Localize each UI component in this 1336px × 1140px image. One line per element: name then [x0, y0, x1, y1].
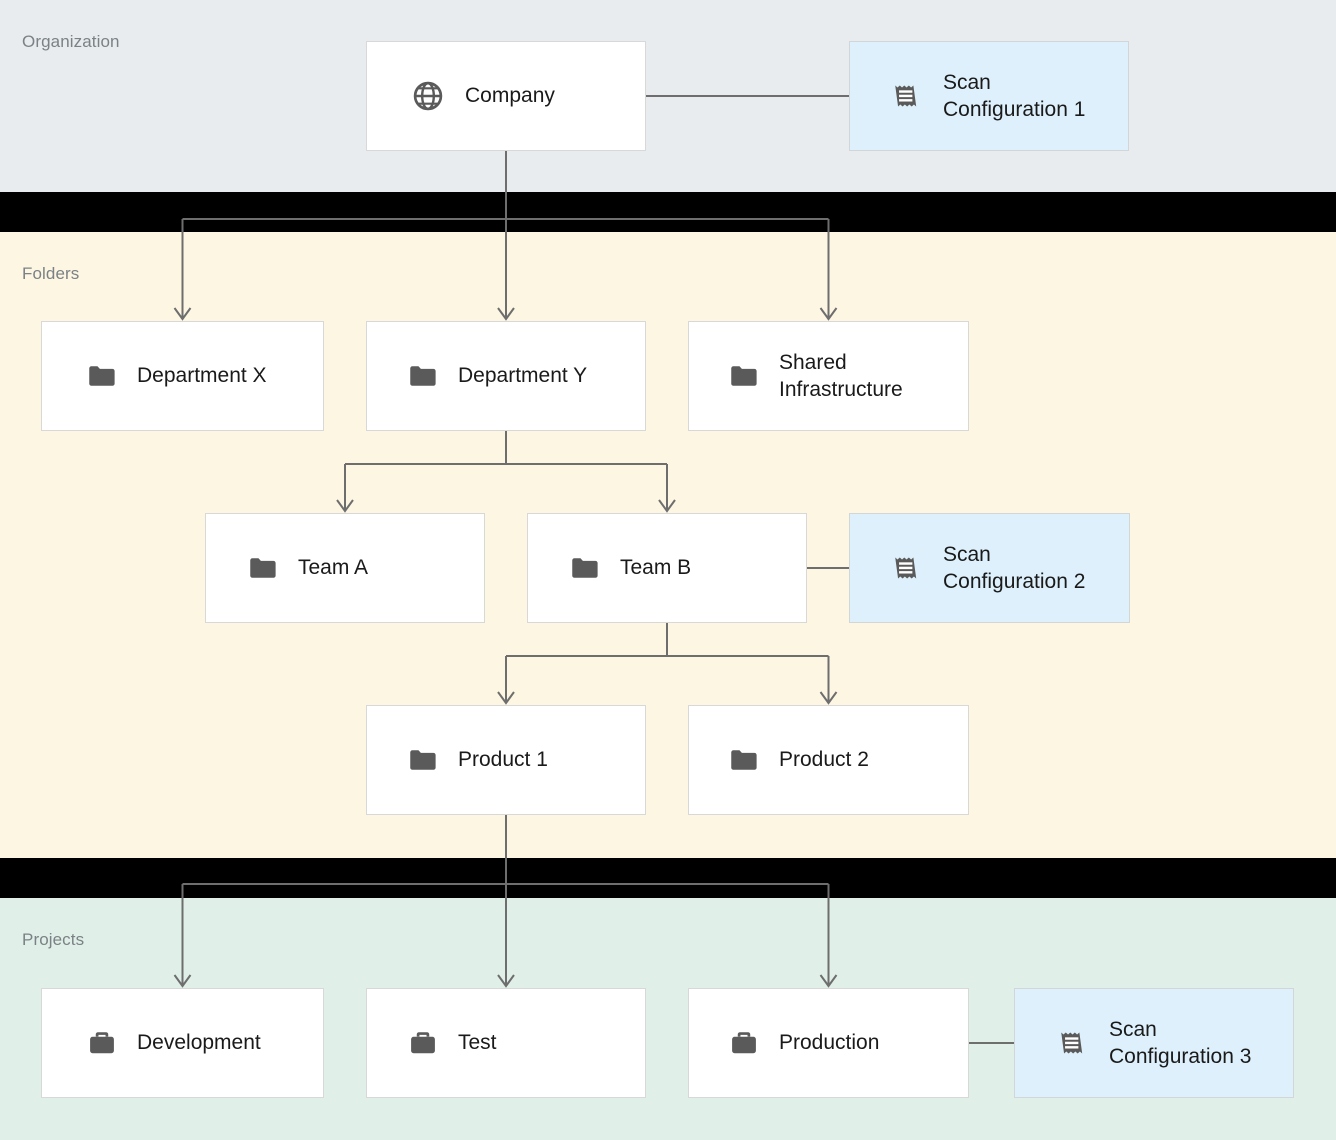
- receipt-icon: [889, 79, 923, 113]
- node-label: Scan Configuration 3: [1109, 1017, 1252, 1068]
- node-team-b[interactable]: Team B: [527, 513, 807, 623]
- node-label: Test: [458, 1031, 497, 1055]
- briefcase-icon: [727, 1026, 761, 1060]
- node-label: Product 2: [779, 748, 869, 772]
- node-test[interactable]: Test: [366, 988, 646, 1098]
- folder-icon: [727, 359, 761, 393]
- briefcase-icon: [85, 1026, 119, 1060]
- node-label: Development: [137, 1031, 261, 1055]
- node-label: Scan Configuration 2: [943, 542, 1086, 593]
- folder-icon: [246, 551, 280, 585]
- folder-icon: [406, 743, 440, 777]
- divider-organization-folders: [0, 192, 1336, 232]
- node-label: Team B: [620, 556, 692, 580]
- node-shared-infrastructure[interactable]: Shared Infrastructure: [688, 321, 969, 431]
- divider-folders-projects: [0, 858, 1336, 898]
- node-label: Team A: [298, 556, 369, 580]
- node-department-y[interactable]: Department Y: [366, 321, 646, 431]
- node-label: Department Y: [458, 364, 588, 388]
- band-label-projects: Projects: [22, 930, 85, 949]
- node-scan-config-1[interactable]: Scan Configuration 1: [849, 41, 1129, 151]
- node-label: Product 1: [458, 748, 548, 772]
- node-label: Scan Configuration 1: [943, 70, 1086, 121]
- receipt-icon: [1055, 1026, 1089, 1060]
- band-label-organization: Organization: [22, 32, 120, 51]
- folder-icon: [568, 551, 602, 585]
- node-label: Shared Infrastructure: [779, 350, 903, 401]
- node-scan-config-3[interactable]: Scan Configuration 3: [1014, 988, 1294, 1098]
- node-production[interactable]: Production: [688, 988, 969, 1098]
- node-product-1[interactable]: Product 1: [366, 705, 646, 815]
- band-label-folders: Folders: [22, 264, 80, 283]
- node-scan-config-2[interactable]: Scan Configuration 2: [849, 513, 1130, 623]
- receipt-icon: [889, 551, 923, 585]
- node-company[interactable]: Company: [366, 41, 646, 151]
- folder-icon: [85, 359, 119, 393]
- globe-icon: [411, 79, 445, 113]
- node-department-x[interactable]: Department X: [41, 321, 324, 431]
- node-development[interactable]: Development: [41, 988, 324, 1098]
- node-label: Production: [779, 1031, 880, 1055]
- node-label: Company: [465, 84, 555, 108]
- briefcase-icon: [406, 1026, 440, 1060]
- node-label: Department X: [137, 364, 267, 388]
- band-organization: [0, 0, 1336, 192]
- folder-icon: [406, 359, 440, 393]
- node-team-a[interactable]: Team A: [205, 513, 485, 623]
- node-product-2[interactable]: Product 2: [688, 705, 969, 815]
- folder-icon: [727, 743, 761, 777]
